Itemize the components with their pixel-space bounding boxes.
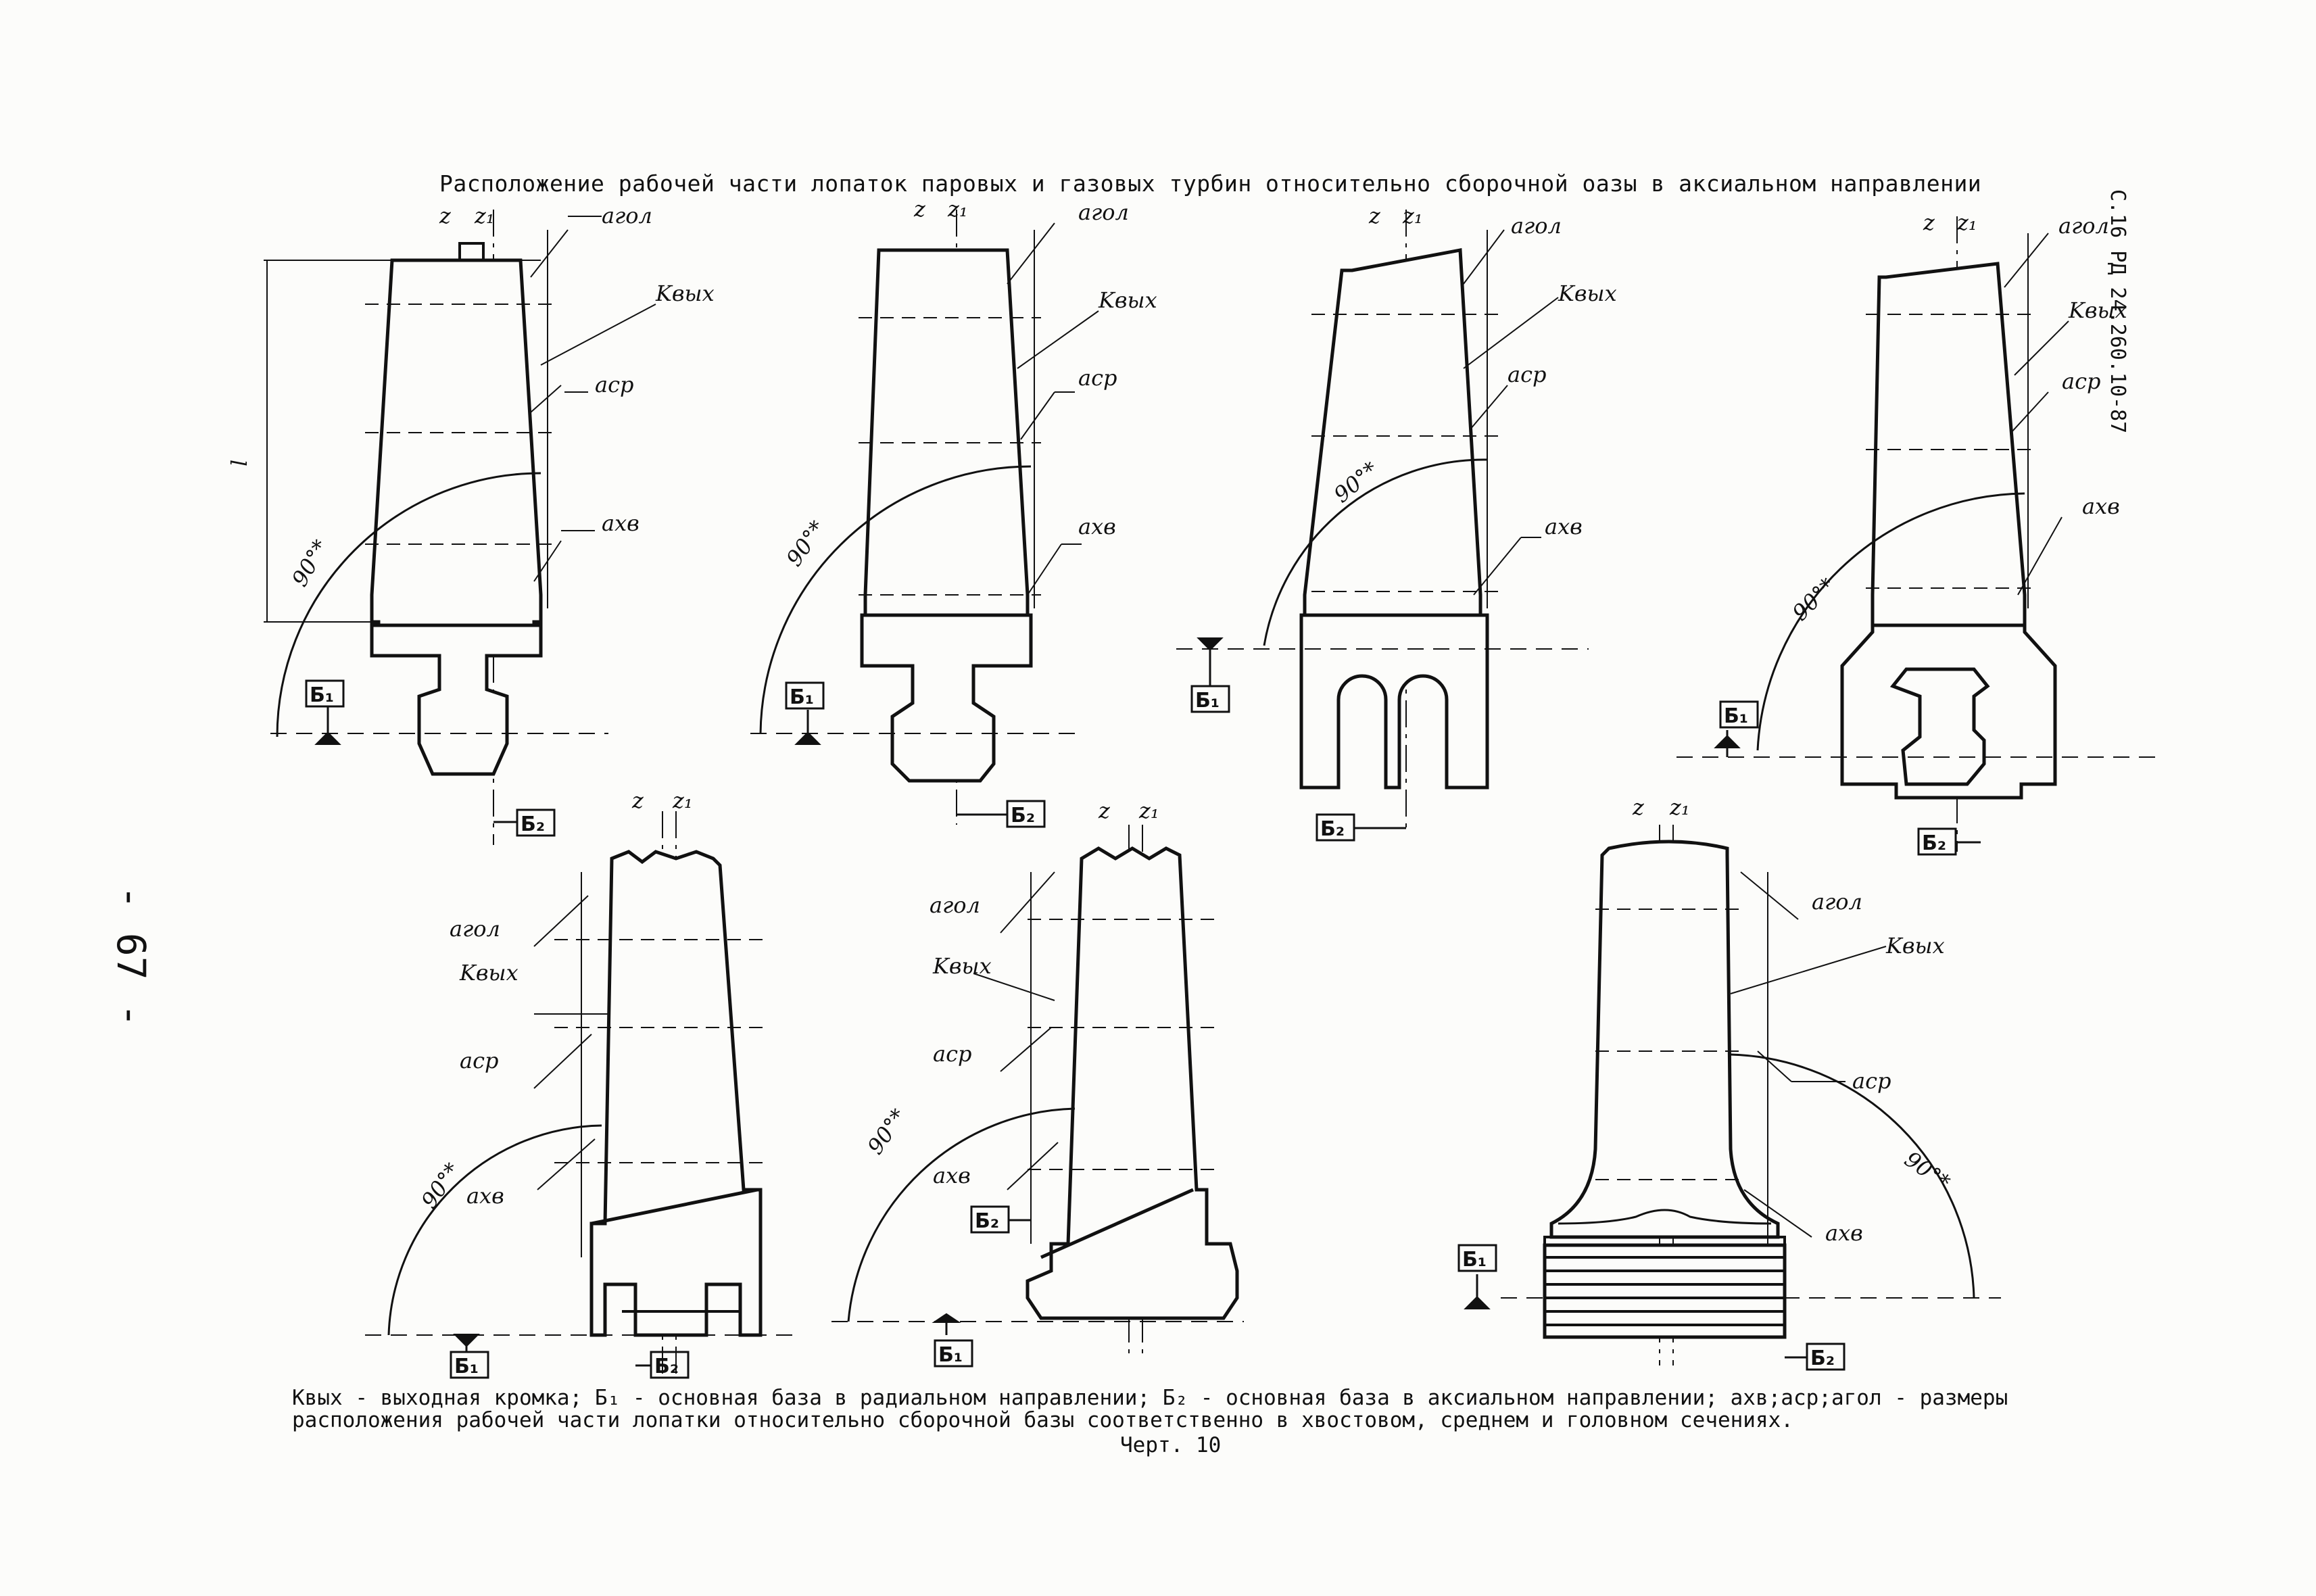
label-angle-7: 90°*	[1900, 1146, 1954, 1195]
label-kvykh-3: Kвых	[1558, 281, 1617, 306]
label-b2-1: Б₂	[521, 813, 545, 836]
blade-4	[1676, 216, 2163, 856]
label-akhv-4: aхв	[2082, 493, 2120, 519]
label-b2-7: Б₂	[1810, 1347, 1835, 1370]
label-z-4: z	[1923, 210, 1935, 235]
label-kvykh-5: Kвых	[459, 960, 518, 986]
label-z-2: z	[913, 196, 926, 222]
label-asr-7: aср	[1852, 1068, 1891, 1094]
drawing-caption: Квых - выходная кромка; Б₁ - основная ба…	[292, 1386, 2083, 1457]
label-agol-3: aгол	[1511, 213, 1562, 239]
label-b2-4: Б₂	[1922, 831, 1946, 855]
label-asr-1: aср	[595, 372, 633, 397]
label-b2-6: Б₂	[975, 1209, 999, 1233]
label-b1-3: Б₁	[1195, 689, 1220, 712]
label-asr-3: aср	[1507, 362, 1546, 387]
label-z1-1: z₁	[474, 203, 495, 228]
blade-1	[264, 210, 656, 845]
label-angle-4: 90°*	[1787, 573, 1840, 625]
label-b1-2: Б₁	[790, 685, 814, 709]
label-kvykh-7: Kвых	[1885, 933, 1945, 959]
label-agol-5: aгол	[450, 916, 500, 942]
label-z1-3: z₁	[1402, 203, 1423, 228]
blade-6	[831, 825, 1244, 1368]
drawing-title: Расположение рабочей части лопаток паров…	[439, 170, 1982, 197]
label-b1-1: Б₁	[310, 683, 334, 707]
label-b2-2: Б₂	[1011, 804, 1035, 827]
label-b1-4: Б₁	[1724, 704, 1748, 728]
caption-line-2: расположения рабочей части лопатки относ…	[292, 1408, 1793, 1432]
label-akhv-3: aхв	[1545, 514, 1583, 539]
blade-5	[365, 811, 798, 1379]
blade-7	[1457, 825, 2001, 1371]
caption-line-1: Квых - выходная кромка; Б₁ - основная ба…	[292, 1386, 2008, 1410]
label-kvykh-6: Kвых	[932, 953, 992, 979]
label-agol-7: aгол	[1812, 889, 1862, 915]
label-agol-6: aгол	[930, 892, 980, 918]
label-kvykh-4: Kвых	[2068, 297, 2127, 323]
label-angle-5: 90°*	[416, 1158, 465, 1213]
label-b1-5: Б₁	[454, 1355, 479, 1378]
label-akhv-7: aхв	[1825, 1220, 1863, 1246]
label-b1-7: Б₁	[1462, 1248, 1487, 1272]
label-angle-6: 90°*	[862, 1104, 911, 1159]
label-agol-4: aгол	[2058, 213, 2109, 239]
blade-2	[750, 210, 1099, 828]
label-akhv-5: aхв	[466, 1183, 504, 1209]
label-z1-6: z₁	[1138, 798, 1159, 823]
label-akhv-1: aхв	[602, 510, 640, 536]
label-z1-2: z₁	[947, 196, 968, 222]
label-z-7: z	[1632, 794, 1645, 820]
label-z-6: z	[1098, 798, 1111, 823]
label-z-1: z	[439, 203, 452, 228]
label-z-5: z	[631, 788, 644, 813]
label-z1-7: z₁	[1669, 794, 1690, 820]
label-z1-5: z₁	[672, 788, 693, 813]
label-agol-2: aгол	[1078, 199, 1129, 225]
label-asr-6: aср	[933, 1041, 971, 1067]
label-asr-5: aср	[460, 1048, 498, 1073]
blade-3	[1176, 210, 1589, 842]
label-asr-2: aср	[1078, 365, 1117, 391]
label-agol-1: aгол	[602, 203, 652, 228]
label-kvykh-1: Kвых	[655, 281, 715, 306]
label-akhv-6: aхв	[933, 1163, 971, 1188]
figure-number: Черт. 10	[1120, 1433, 1222, 1457]
label-kvykh-2: Kвых	[1098, 287, 1157, 313]
label-length: l	[226, 460, 252, 466]
label-akhv-2: aхв	[1078, 514, 1116, 539]
label-b1-6: Б₁	[938, 1343, 963, 1367]
label-z-3: z	[1368, 203, 1381, 228]
label-b2-3: Б₂	[1320, 817, 1345, 841]
label-z1-4: z₁	[1956, 210, 1977, 235]
label-asr-4: aср	[2062, 368, 2100, 394]
label-b2-5: Б₂	[654, 1355, 679, 1378]
